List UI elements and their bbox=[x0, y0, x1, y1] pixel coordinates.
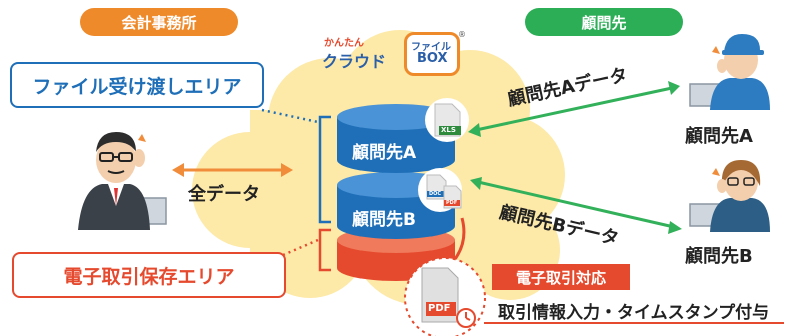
logo-file-box-frame: ファイル BOX bbox=[404, 32, 460, 76]
client-header: 顧問先 bbox=[525, 8, 683, 36]
doc-pdf-file-icon bbox=[418, 168, 462, 212]
pdf-small-icon-label: PDF bbox=[446, 200, 458, 206]
xls-file-icon bbox=[425, 98, 469, 142]
file-transfer-area-label: ファイル受け渡しエリア bbox=[10, 62, 264, 108]
logo-text-main: クラウド bbox=[322, 52, 387, 71]
bracket-blue bbox=[318, 115, 331, 224]
client-b-name: 顧問先B bbox=[685, 246, 753, 267]
storage-area-label: 電子取引保存エリア bbox=[12, 252, 286, 298]
logo-file-box-top: ファイル bbox=[411, 42, 451, 53]
database-client-b-label: 顧問先B bbox=[352, 210, 416, 230]
e-transaction-description: 取引情報入力・タイムスタンプ付与 bbox=[498, 303, 770, 323]
client-a-data-arrow bbox=[468, 81, 680, 137]
pdf-large-icon-label: PDF bbox=[428, 303, 451, 314]
logo-registered-mark: ® bbox=[458, 30, 466, 39]
client-a-name: 顧問先A bbox=[685, 126, 753, 147]
doc-icon-label: DOC bbox=[429, 191, 442, 197]
xls-icon-label: XLS bbox=[441, 126, 456, 134]
pdf-large-icon bbox=[421, 267, 476, 328]
database-client-a-label: 顧問先A bbox=[352, 143, 417, 163]
bracket-red bbox=[318, 228, 331, 272]
logo-file-box-bottom: BOX bbox=[417, 51, 448, 66]
service-logo: かんたん クラウド ファイル BOX ® bbox=[322, 30, 472, 78]
accountant-illustration bbox=[78, 132, 167, 230]
all-data-label: 全データ bbox=[188, 184, 260, 205]
client-a-illustration bbox=[689, 34, 770, 110]
logo-text-top: かんたん bbox=[324, 38, 364, 49]
e-transaction-badge: 電子取引対応 bbox=[492, 264, 630, 290]
connector-storage-area bbox=[282, 238, 319, 257]
client-b-data-arrow bbox=[470, 177, 682, 234]
e-transaction-underline bbox=[484, 322, 784, 324]
all-data-arrow bbox=[172, 163, 293, 177]
accounting-office-header: 会計事務所 bbox=[80, 8, 238, 36]
client-b-illustration bbox=[689, 160, 770, 232]
